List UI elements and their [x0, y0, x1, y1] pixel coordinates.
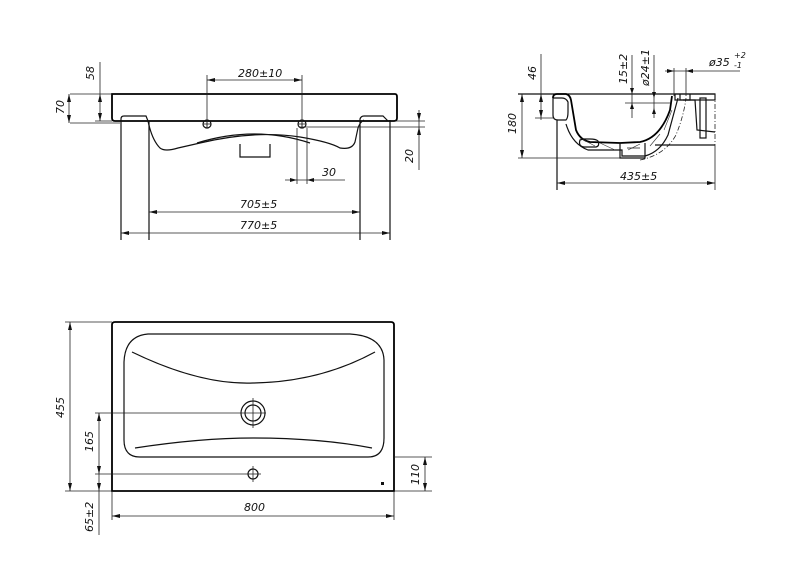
dim-diameter-35-tol-upper: +2: [734, 51, 746, 60]
dim-hole-spacing: 165: [83, 431, 96, 452]
dim-rim-height: 70: [54, 100, 67, 114]
dim-top-width: 800: [244, 501, 265, 514]
dim-depth-15: 15±2: [617, 54, 630, 84]
top-view: 455 165 65±2 800 110: [54, 321, 432, 535]
dim-side-height: 180: [506, 113, 519, 134]
dim-top-depth: 455: [54, 397, 67, 418]
dim-side-rim: 46: [526, 66, 539, 80]
dim-side-depth: 435±5: [620, 170, 657, 183]
dim-drop: 20: [403, 149, 416, 163]
dim-offset-30: 30: [322, 166, 336, 179]
dim-diameter-35-tol-lower: -1: [734, 61, 742, 70]
dim-holes-spacing: 280±10: [238, 67, 282, 80]
dim-edge-offset: 65±2: [83, 502, 96, 532]
dim-top-height: 58: [84, 66, 97, 80]
dim-outer-width: 770±5: [240, 219, 277, 232]
dim-inner-width: 705±5: [240, 198, 277, 211]
dim-front-offset: 110: [409, 464, 422, 485]
dim-diameter-24: ø24±1: [639, 49, 652, 87]
front-view: 280±10 58 70 20 30 705±5: [54, 62, 425, 240]
dim-diameter-35: ø35: [708, 56, 730, 69]
side-view: 46 180 15±2 ø24±1 ø35 +2 -1 435±5: [506, 49, 746, 190]
